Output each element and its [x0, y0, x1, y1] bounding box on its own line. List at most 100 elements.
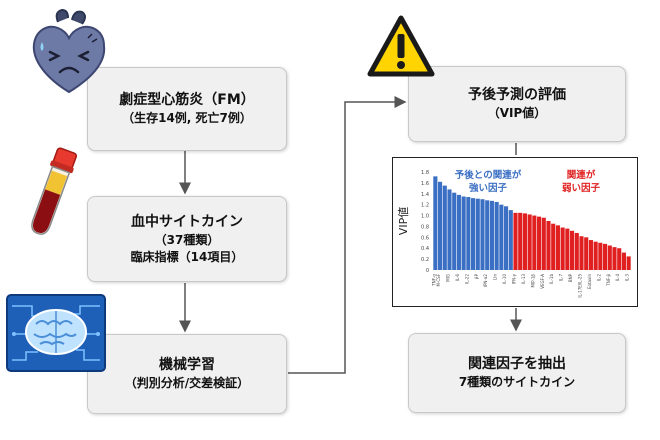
chart-bar	[537, 216, 542, 270]
chart-bar	[565, 228, 570, 270]
chart-bar	[452, 192, 457, 270]
y-tick-label: 0.6	[421, 235, 429, 241]
x-tick-label: TNF-β	[606, 274, 611, 287]
chart-bar	[504, 206, 509, 270]
x-tick-label: IPN-α2	[483, 274, 488, 288]
y-axis-label: VIP値	[397, 207, 410, 235]
x-tick-label: IL-4	[615, 274, 620, 282]
chart-bar	[555, 225, 560, 270]
x-tick-label: IL-3	[625, 274, 630, 282]
warning-icon	[367, 15, 435, 77]
predict-title: 予後予測の評価	[468, 87, 566, 103]
chart-bar	[489, 200, 494, 270]
cytokine-title: 血中サイトカイン	[131, 213, 243, 230]
y-tick-label: 0.4	[421, 246, 429, 252]
cytokine-box: 血中サイトカイン （37種類） 臨床指標（14項目）	[87, 196, 287, 282]
chart-bar	[438, 181, 443, 270]
y-tick-label: 0.2	[421, 257, 429, 263]
ml-subtitle: （判別分析/交差検証）	[124, 376, 250, 390]
x-tick-label: IL-13	[521, 274, 526, 284]
fm-title: 劇症型心筋炎（FM）	[119, 92, 255, 108]
chart-bar	[499, 204, 504, 270]
y-tick-label: 1.2	[421, 203, 429, 209]
chart-bar	[508, 210, 513, 270]
y-tick-label: 1.4	[421, 192, 429, 198]
chart-bar	[442, 185, 447, 270]
chart-bar	[574, 232, 579, 270]
chart-bar	[541, 217, 546, 270]
y-tick-label: 1.8	[421, 170, 429, 176]
chart-bar	[461, 196, 466, 270]
chart-bar	[626, 256, 631, 270]
chart-bar	[485, 200, 490, 270]
chart-bar	[522, 213, 527, 270]
chart-bar	[560, 227, 565, 270]
chart-bar	[466, 197, 471, 270]
x-tick-label: IL-7	[559, 274, 564, 282]
weak-factor-label: 弱い因子	[562, 183, 601, 194]
chart-bar	[527, 214, 532, 270]
blood-tube-icon	[31, 147, 78, 235]
x-tick-label: MIP-1β	[530, 274, 535, 288]
y-tick-label: 1.6	[421, 181, 429, 187]
chart-bar	[513, 212, 518, 270]
chart-bar	[593, 241, 598, 270]
chart-bar	[617, 248, 622, 270]
x-tick-label: VEGF-A	[540, 274, 545, 289]
chart-bar	[603, 243, 608, 270]
chart-bar	[447, 189, 452, 270]
weak-factor-label: 関連が	[567, 169, 596, 181]
strong-factor-label: 予後との関連が	[455, 169, 522, 181]
y-tick-label: 1.0	[421, 214, 429, 220]
chart-bar	[494, 201, 499, 270]
y-tick-label: 0	[426, 268, 429, 274]
x-tick-label: M-CSF	[436, 273, 441, 286]
chart-bar	[598, 242, 603, 270]
chart-bar	[612, 247, 617, 270]
x-tick-label: Eotaxin	[587, 274, 592, 289]
x-tick-label: BNP	[568, 273, 573, 282]
chart-bar	[551, 223, 556, 270]
x-tick-label: MIG	[446, 274, 451, 282]
cytokine-count: （37種類）	[154, 232, 220, 247]
chart-bar	[546, 221, 551, 270]
extract-subtitle: 7種類のサイトカイン	[458, 375, 576, 389]
chart-bar	[621, 252, 626, 270]
x-tick-label: IL-10	[502, 274, 507, 284]
x-tick-label: TNF-α	[431, 274, 436, 287]
ml-title: 機械学習	[159, 357, 215, 373]
predict-subtitle: （VIP値）	[487, 106, 547, 120]
clinical-indicators: 臨床指標（14項目）	[130, 249, 244, 264]
chart-bar	[456, 194, 461, 270]
chart-bar	[480, 199, 485, 270]
strong-factor-label: 強い因子	[469, 182, 508, 194]
fm-subtitle: （生存14例, 死亡7例）	[122, 111, 252, 125]
y-tick-label: 0.8	[421, 224, 429, 230]
x-tick-label: IL-6	[455, 274, 460, 282]
arrow-ml-to-predict	[288, 96, 407, 374]
chart-bar	[475, 198, 480, 270]
chart-bar	[532, 215, 537, 270]
extract-title: 関連因子を抽出	[468, 356, 566, 372]
chart-bar	[518, 212, 523, 270]
x-tick-label: IL-1b	[549, 274, 554, 284]
chart-bar	[570, 230, 575, 270]
chart-bar	[579, 236, 584, 270]
extract-box: 関連因子を抽出 7種類のサイトカイン	[408, 333, 626, 413]
predict-box: 予後予測の評価 （VIP値）	[408, 66, 626, 142]
ml-box: 機械学習 （判別分析/交差検証）	[87, 334, 287, 414]
chart-bar	[607, 245, 612, 270]
x-tick-label: IFN-γ	[512, 273, 517, 284]
chart-bar	[588, 240, 593, 270]
brain-circuit-icon	[6, 294, 106, 372]
x-tick-label: βP	[474, 273, 479, 279]
heart-face-icon	[32, 8, 106, 94]
chart-bar	[471, 198, 476, 270]
x-tick-label: IL-2	[596, 274, 601, 282]
fm-box: 劇症型心筋炎（FM） （生存14例, 死亡7例）	[87, 67, 287, 151]
x-tick-label: LIn	[493, 274, 498, 280]
x-tick-label: IL-22	[464, 274, 469, 284]
